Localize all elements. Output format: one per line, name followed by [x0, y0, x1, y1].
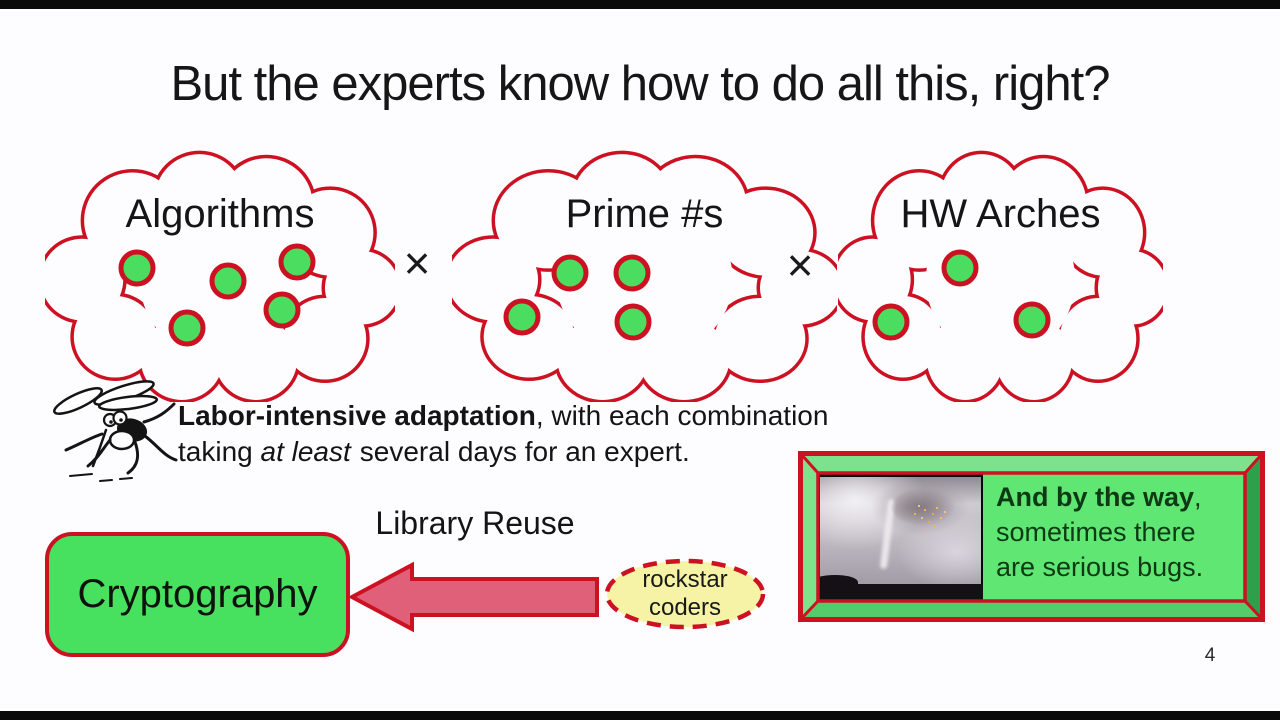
- adaptation-note-post: several days for an expert.: [359, 436, 690, 467]
- slide-title: But the experts know how to do all this,…: [170, 57, 1111, 111]
- adaptation-note-bold: Labor-intensive adaptation: [178, 400, 536, 431]
- bug-callout-comma: ,: [1194, 482, 1202, 512]
- reuse-arrow-icon: [348, 561, 599, 633]
- bug-callout-line1: And by the way,: [996, 480, 1245, 515]
- cloud-label-algorithms: Algorithms: [125, 192, 315, 236]
- adaptation-note-italic: at least: [260, 436, 351, 467]
- adaptation-note-pre: taking: [178, 436, 261, 467]
- cloud-label-hw-arches: HW Arches: [900, 192, 1101, 236]
- rockstar-coders-text: rockstar coders: [600, 566, 770, 622]
- times-symbol-1: ×: [403, 237, 431, 289]
- times-symbol-2: ×: [786, 239, 814, 291]
- adaptation-note-line1: Labor-intensive adaptation, with each co…: [178, 398, 948, 434]
- explosion-sparks: [918, 505, 920, 507]
- cloud-prime-numbers: [452, 150, 837, 402]
- bug-callout-line2: sometimes there: [996, 517, 1196, 547]
- explosion-cloud: [892, 489, 954, 525]
- cryptography-label: Cryptography: [77, 572, 318, 616]
- rockstar-line2: coders: [648, 594, 722, 621]
- video-ground: [818, 584, 983, 601]
- explosion-video-still: [818, 473, 983, 601]
- letterbox-top: [0, 0, 1280, 9]
- cloud-label-prime-numbers: Prime #s: [565, 192, 724, 236]
- cloud-hw-arches: [838, 150, 1163, 402]
- cloud-algorithms: [45, 150, 395, 402]
- rockstar-coders-bubble: rockstar coders: [600, 556, 770, 632]
- page-number: 4: [1204, 645, 1216, 666]
- mosquito-icon: [53, 380, 178, 482]
- adaptation-note: Labor-intensive adaptation, with each co…: [178, 398, 948, 470]
- library-reuse-label: Library Reuse: [375, 505, 575, 541]
- adaptation-note-line2: taking at least several days for an exper…: [178, 434, 948, 470]
- bug-callout-bold: And by the way: [996, 482, 1195, 512]
- rockstar-line1: rockstar: [642, 566, 728, 593]
- letterbox-bottom: [0, 711, 1280, 720]
- bug-callout-frame: [798, 451, 1265, 622]
- bug-callout-text: And by the way, sometimes there are seri…: [983, 473, 1245, 601]
- dashed-ellipse-icon: [604, 558, 766, 630]
- adaptation-note-rest: , with each combination: [535, 400, 829, 431]
- cryptography-box: Cryptography: [45, 532, 350, 657]
- bug-callout-line3: are serious bugs.: [996, 552, 1204, 582]
